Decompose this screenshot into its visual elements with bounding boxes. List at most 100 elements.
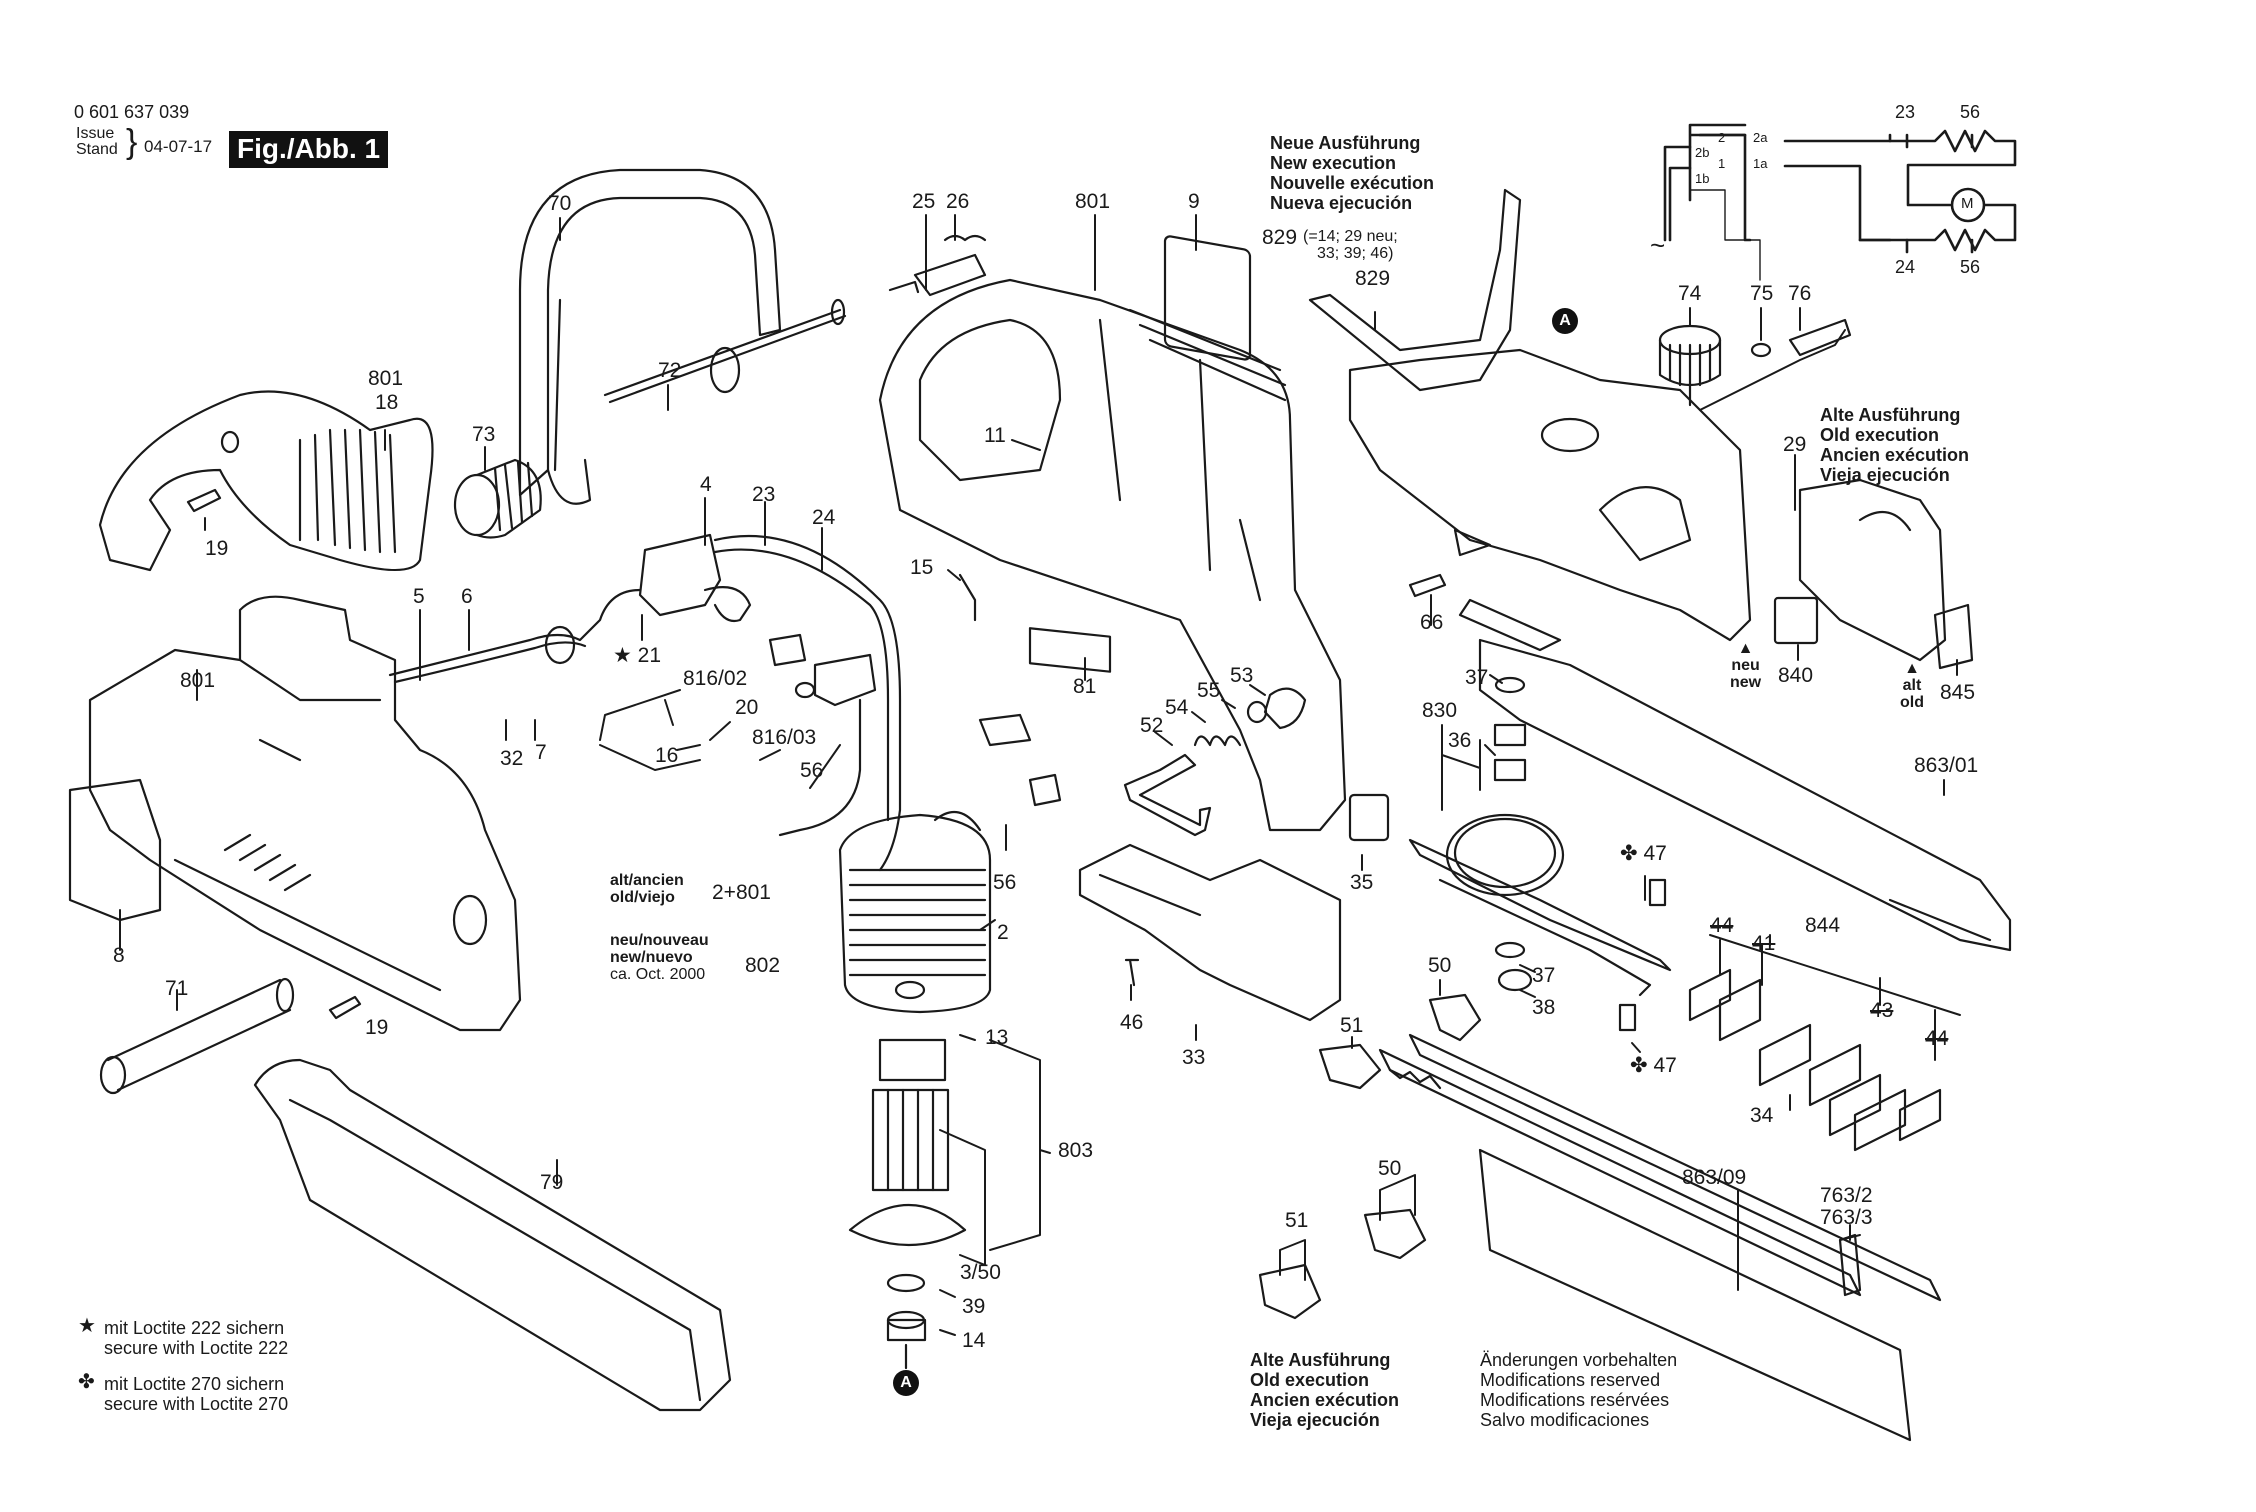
version-line: new/nuevo [610,949,693,966]
wiring-label-56: 56 [1960,102,1981,122]
label-plate-part [1163,235,1252,361]
terminal-label: 1a [1753,156,1768,171]
brace-glyph: } [126,123,138,161]
part-callout: 36 [1448,729,1472,752]
terminal-label: 1b [1695,171,1710,186]
figure-label: Fig./Abb. 1 [229,131,389,168]
handle-bow-part [518,168,782,505]
knob-part [453,458,542,539]
part-callout: 70 [548,192,572,215]
part-callout: 844 [1805,914,1841,937]
alt-old-arrow-note: ▲ alt old [1900,660,1924,711]
part-callout: 34 [1750,1104,1774,1127]
loctite-270-legend: ✤ mit Loctite 270 sichern secure with Lo… [78,1371,288,1414]
part-callout: 7 [535,741,547,764]
stand-label: Stand [76,141,118,158]
saw-blade-part [1478,638,2012,952]
part-callout: 830 [1422,699,1458,722]
part-callout: 71 [165,977,189,1000]
part-callout: 801 [368,367,404,390]
part-callout: 863/09 [1682,1166,1747,1189]
note-line: Alte Ausführung [1820,405,1961,425]
part-callout-obsolete: 44 [1925,1027,1949,1050]
part-callout: 76 [1788,282,1812,305]
old-execution-note-bottom: Alte Ausführung Old execution Ancien exé… [1250,1350,1399,1430]
terminal-label: 1 [1718,156,1726,171]
part-callout: 3/50 [960,1261,1001,1284]
up-arrow-icon: ▲ [1904,660,1920,677]
issue-stand-label: Issue Stand [76,126,118,158]
screw-46-part [1124,958,1140,987]
part-callout: 50 [1378,1157,1402,1180]
screw-part [186,488,362,1020]
part-callout: 4 [700,473,712,496]
part-callout: 803 [1058,1139,1094,1162]
reference-marker-a: A [1552,308,1578,334]
part-callout: 46 [1120,1011,1144,1034]
part-callout: 5 [413,585,425,608]
armature-part [848,980,967,1370]
wiring-label-24: 24 [1895,257,1916,277]
part-callout: 6 [461,585,473,608]
part-callout: 79 [540,1171,564,1194]
part-callout: 13 [985,1026,1009,1049]
note-line: Nouvelle exécution [1270,173,1435,193]
kit-829-contents: (=14; 29 neu; 33; 39; 46) [1303,228,1398,262]
loctite-222-legend: ★ mit Loctite 222 sichern secure with Lo… [78,1315,288,1358]
issue-date: 04-07-17 [144,137,213,156]
roller-part [99,977,295,1095]
leader-lines [119,214,1961,1336]
part-callout: 801 [180,669,216,692]
note-line: Ancien exécution [1250,1390,1400,1410]
note-line: Neue Ausführung [1270,133,1421,153]
part-callout: ✤ 47 [1630,1055,1677,1076]
star-icon: ★ [613,644,632,667]
part-callout: 72 [658,359,682,382]
kit-line: 33; 39; 46) [1317,245,1394,262]
part-callout: 863/01 [1914,754,1979,777]
star-icon: ★ [78,1315,96,1337]
gear-housing-part [878,278,1347,832]
part-callout: 816/03 [752,726,817,749]
part-callout: 14 [962,1329,986,1352]
clover-icon: ✤ [78,1371,95,1393]
note-line: Ancien exécution [1820,445,1970,465]
note-line: Modifications resérvées [1480,1390,1670,1410]
stator-part [838,810,992,1014]
base-plate-part [1078,843,1342,1022]
part-callout: 829 [1355,267,1391,290]
part-callout: 15 [910,556,934,579]
part-callout: 54 [1165,696,1189,719]
note-line: Vieja ejecución [1250,1410,1380,1430]
note-line: Old execution [1820,425,1940,445]
new-version-label: neu/nouveau new/nuevo ca. Oct. 2000 [610,932,709,983]
old-version-part: 2+801 [712,881,771,904]
part-callout: 74 [1678,282,1702,305]
version-line: neu/nouveau [610,932,709,949]
old-gear-housing-part [1773,478,1974,670]
clover-icon: ✤ [1630,1054,1648,1077]
switch-cable-assembly [388,533,902,872]
terminal-label: 2 [1718,130,1726,145]
part-callout: 26 [946,190,970,213]
note-line: Modifications reserved [1480,1370,1661,1390]
part-callout: 18 [375,391,399,414]
part-callout: 16 [655,744,679,767]
bracket-part [958,573,977,622]
brush-spring-part [888,234,987,297]
arrow-line: new [1730,674,1762,691]
guide-rail-part [253,1058,732,1412]
part-callout: 53 [1230,664,1254,687]
reference-marker-a: A [893,1370,919,1396]
part-callout: 19 [205,537,229,560]
blade-clamp-part [1258,993,1482,1320]
ac-source-icon: ~ [1650,230,1666,260]
part-callout: 73 [472,423,496,446]
part-callout: 816/02 [683,667,748,690]
threaded-rod-part [603,298,847,404]
part-callout: 29 [1783,433,1807,456]
legend-line: mit Loctite 222 sichern [104,1318,285,1338]
sawing-carriage-part [1308,188,1752,642]
arrow-line: alt [1902,677,1922,694]
